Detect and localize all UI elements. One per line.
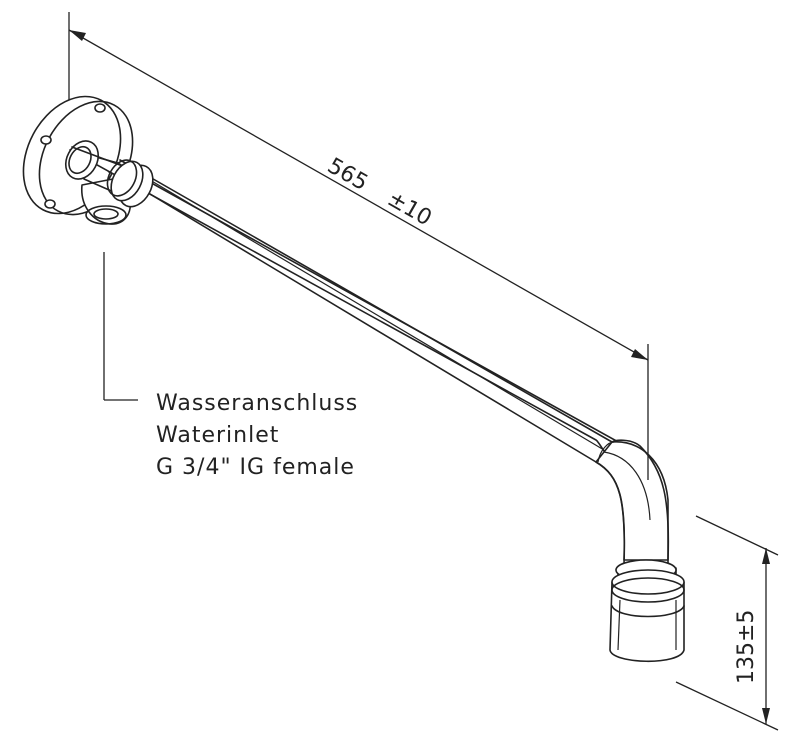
callout-line-3: G 3/4" IG female <box>156 455 355 480</box>
screw-hole-icon <box>40 135 52 145</box>
drop-dimension: 135±5 <box>675 515 779 731</box>
callout-line-1: Wasseranschluss <box>156 391 358 416</box>
outlet-connector <box>609 559 685 663</box>
length-dimension-value: 565 <box>323 153 372 196</box>
arm-tube <box>64 140 641 471</box>
arm-bend <box>595 439 670 571</box>
screw-hole-icon <box>44 199 56 209</box>
screw-hole-icon <box>94 103 106 113</box>
drop-dimension-value: 135±5 <box>734 610 759 684</box>
water-inlet-callout: Wasseranschluss Waterinlet G 3/4" IG fem… <box>103 252 358 480</box>
callout-line-2: Waterinlet <box>156 423 279 448</box>
tube-coupling <box>106 159 154 208</box>
